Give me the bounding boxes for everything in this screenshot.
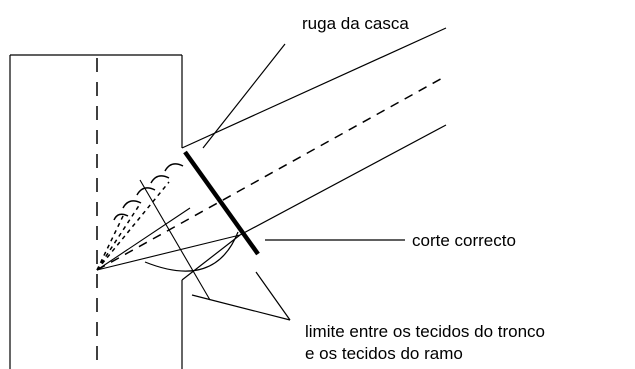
trunk: [9, 54, 183, 369]
branch: [96, 27, 447, 281]
leader-lines: [191, 43, 405, 321]
branch-upper-edge: [181, 27, 447, 149]
limit-label-line1: limite entre os tecidos do tronco: [305, 322, 545, 341]
branch-lower-edge: [239, 124, 447, 236]
branch-axis: [96, 75, 447, 271]
bark-ridge-hooks: [113, 163, 184, 221]
convergence-lines: [96, 179, 241, 301]
bark-ridge-leader: [202, 43, 286, 149]
branch-collar-curve: [144, 231, 239, 272]
correct-cut-label: corte correcto: [412, 231, 516, 250]
limit-leader-left: [191, 294, 291, 321]
limit-label-line2: e os tecidos do ramo: [305, 344, 463, 363]
correct-cut-line: [183, 150, 260, 256]
bark-ridge-label: ruga da casca: [302, 14, 409, 33]
limit-leader-right: [255, 271, 291, 321]
branch-collar-lower: [181, 234, 241, 281]
